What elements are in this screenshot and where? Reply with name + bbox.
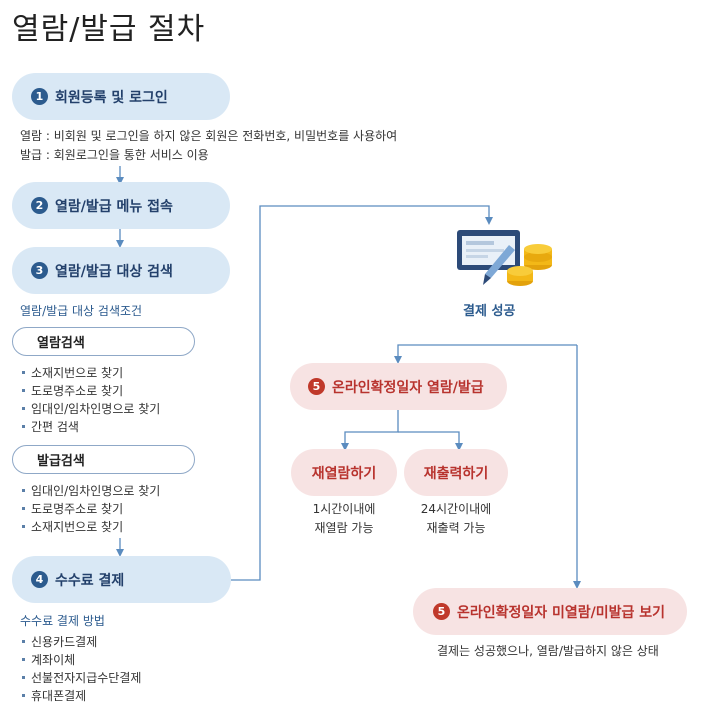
- payment-success-label: 결제 성공: [463, 304, 516, 319]
- reprint-button[interactable]: 재출력하기: [404, 449, 508, 496]
- step-label: 열람/발급 대상 검색: [55, 263, 173, 280]
- review-button[interactable]: 재열람하기: [291, 449, 397, 496]
- list-item: 신용카드결제: [18, 633, 141, 651]
- coin-stack-icon: [507, 244, 552, 286]
- list-item: 소재지번으로 찾기: [18, 518, 160, 536]
- list-item: 계좌이체: [18, 651, 141, 669]
- step-number-badge: 4: [31, 571, 48, 588]
- step-number-badge: 5: [308, 378, 325, 395]
- step-menu-access: 2 열람/발급 메뉴 접속: [12, 182, 230, 229]
- step-target-search: 3 열람/발급 대상 검색: [12, 247, 230, 294]
- step-number-badge: 3: [31, 262, 48, 279]
- step-login: 1 회원등록 및 로그인: [12, 73, 230, 120]
- review-note: 1시간이내에 재열람 가능: [312, 502, 376, 535]
- pen-icon: [483, 245, 515, 285]
- list-item: 도로명주소로 찾기: [18, 500, 160, 518]
- issue-search-label: 발급검색: [12, 445, 195, 474]
- arrow-success-to-view: [394, 344, 577, 364]
- payment-methods-title: 수수료 결제 방법: [20, 614, 105, 628]
- arrow-view-to-reprint: [398, 431, 463, 451]
- step-label: 수수료 결제: [55, 572, 125, 589]
- step-label: 온라인확정일자 미열람/미발급 보기: [457, 604, 666, 621]
- login-note-view: 열람 : 비회원 및 로그인을 하지 않은 회원은 전화번호, 비밀번호를 사용…: [20, 129, 398, 143]
- step-label: 회원등록 및 로그인: [55, 89, 168, 106]
- list-item: 휴대폰결제: [18, 687, 141, 705]
- step-label: 열람/발급 메뉴 접속: [55, 198, 173, 215]
- login-note: 열람 : 비회원 및 로그인을 하지 않은 회원은 전화번호, 비밀번호를 사용…: [20, 127, 397, 165]
- step-number-badge: 1: [31, 88, 48, 105]
- step-online-view-issue: 5 온라인확정일자 열람/발급: [290, 363, 507, 410]
- issue-search-list: 임대인/임차인명으로 찾기 도로명주소로 찾기 소재지번으로 찾기: [18, 482, 160, 536]
- step-unviewed-list: 5 온라인확정일자 미열람/미발급 보기: [413, 588, 687, 635]
- payment-illustration: [457, 230, 552, 286]
- login-note-issue: 발급 : 회원로그인을 통한 서비스 이용: [20, 148, 209, 162]
- list-item: 임대인/임차인명으로 찾기: [18, 400, 160, 418]
- step-fee-payment: 4 수수료 결제: [12, 556, 231, 603]
- arrow-view-to-review: [341, 410, 399, 451]
- list-item: 선불전자지급수단결제: [18, 669, 141, 687]
- search-condition-title: 열람/발급 대상 검색조건: [20, 304, 143, 318]
- list-item: 임대인/임차인명으로 찾기: [18, 482, 160, 500]
- payment-methods-list: 신용카드결제 계좌이체 선불전자지급수단결제 휴대폰결제: [18, 633, 141, 705]
- list-item: 도로명주소로 찾기: [18, 382, 160, 400]
- step-number-badge: 5: [433, 603, 450, 620]
- review-label: 재열람하기: [311, 465, 377, 482]
- page-title: 열람/발급 절차: [12, 12, 206, 47]
- step-label: 온라인확정일자 열람/발급: [332, 379, 484, 396]
- failure-note: 결제는 성공했으나, 열람/발급하지 않은 상태: [437, 644, 659, 658]
- step-number-badge: 2: [31, 197, 48, 214]
- reprint-note: 24시간이내에 재출력 가능: [420, 502, 492, 535]
- reprint-label: 재출력하기: [423, 465, 489, 482]
- view-search-list: 소재지번으로 찾기 도로명주소로 찾기 임대인/임차인명으로 찾기 간편 검색: [18, 364, 160, 436]
- view-search-label: 열람검색: [12, 327, 195, 356]
- list-item: 간편 검색: [18, 418, 160, 436]
- list-item: 소재지번으로 찾기: [18, 364, 160, 382]
